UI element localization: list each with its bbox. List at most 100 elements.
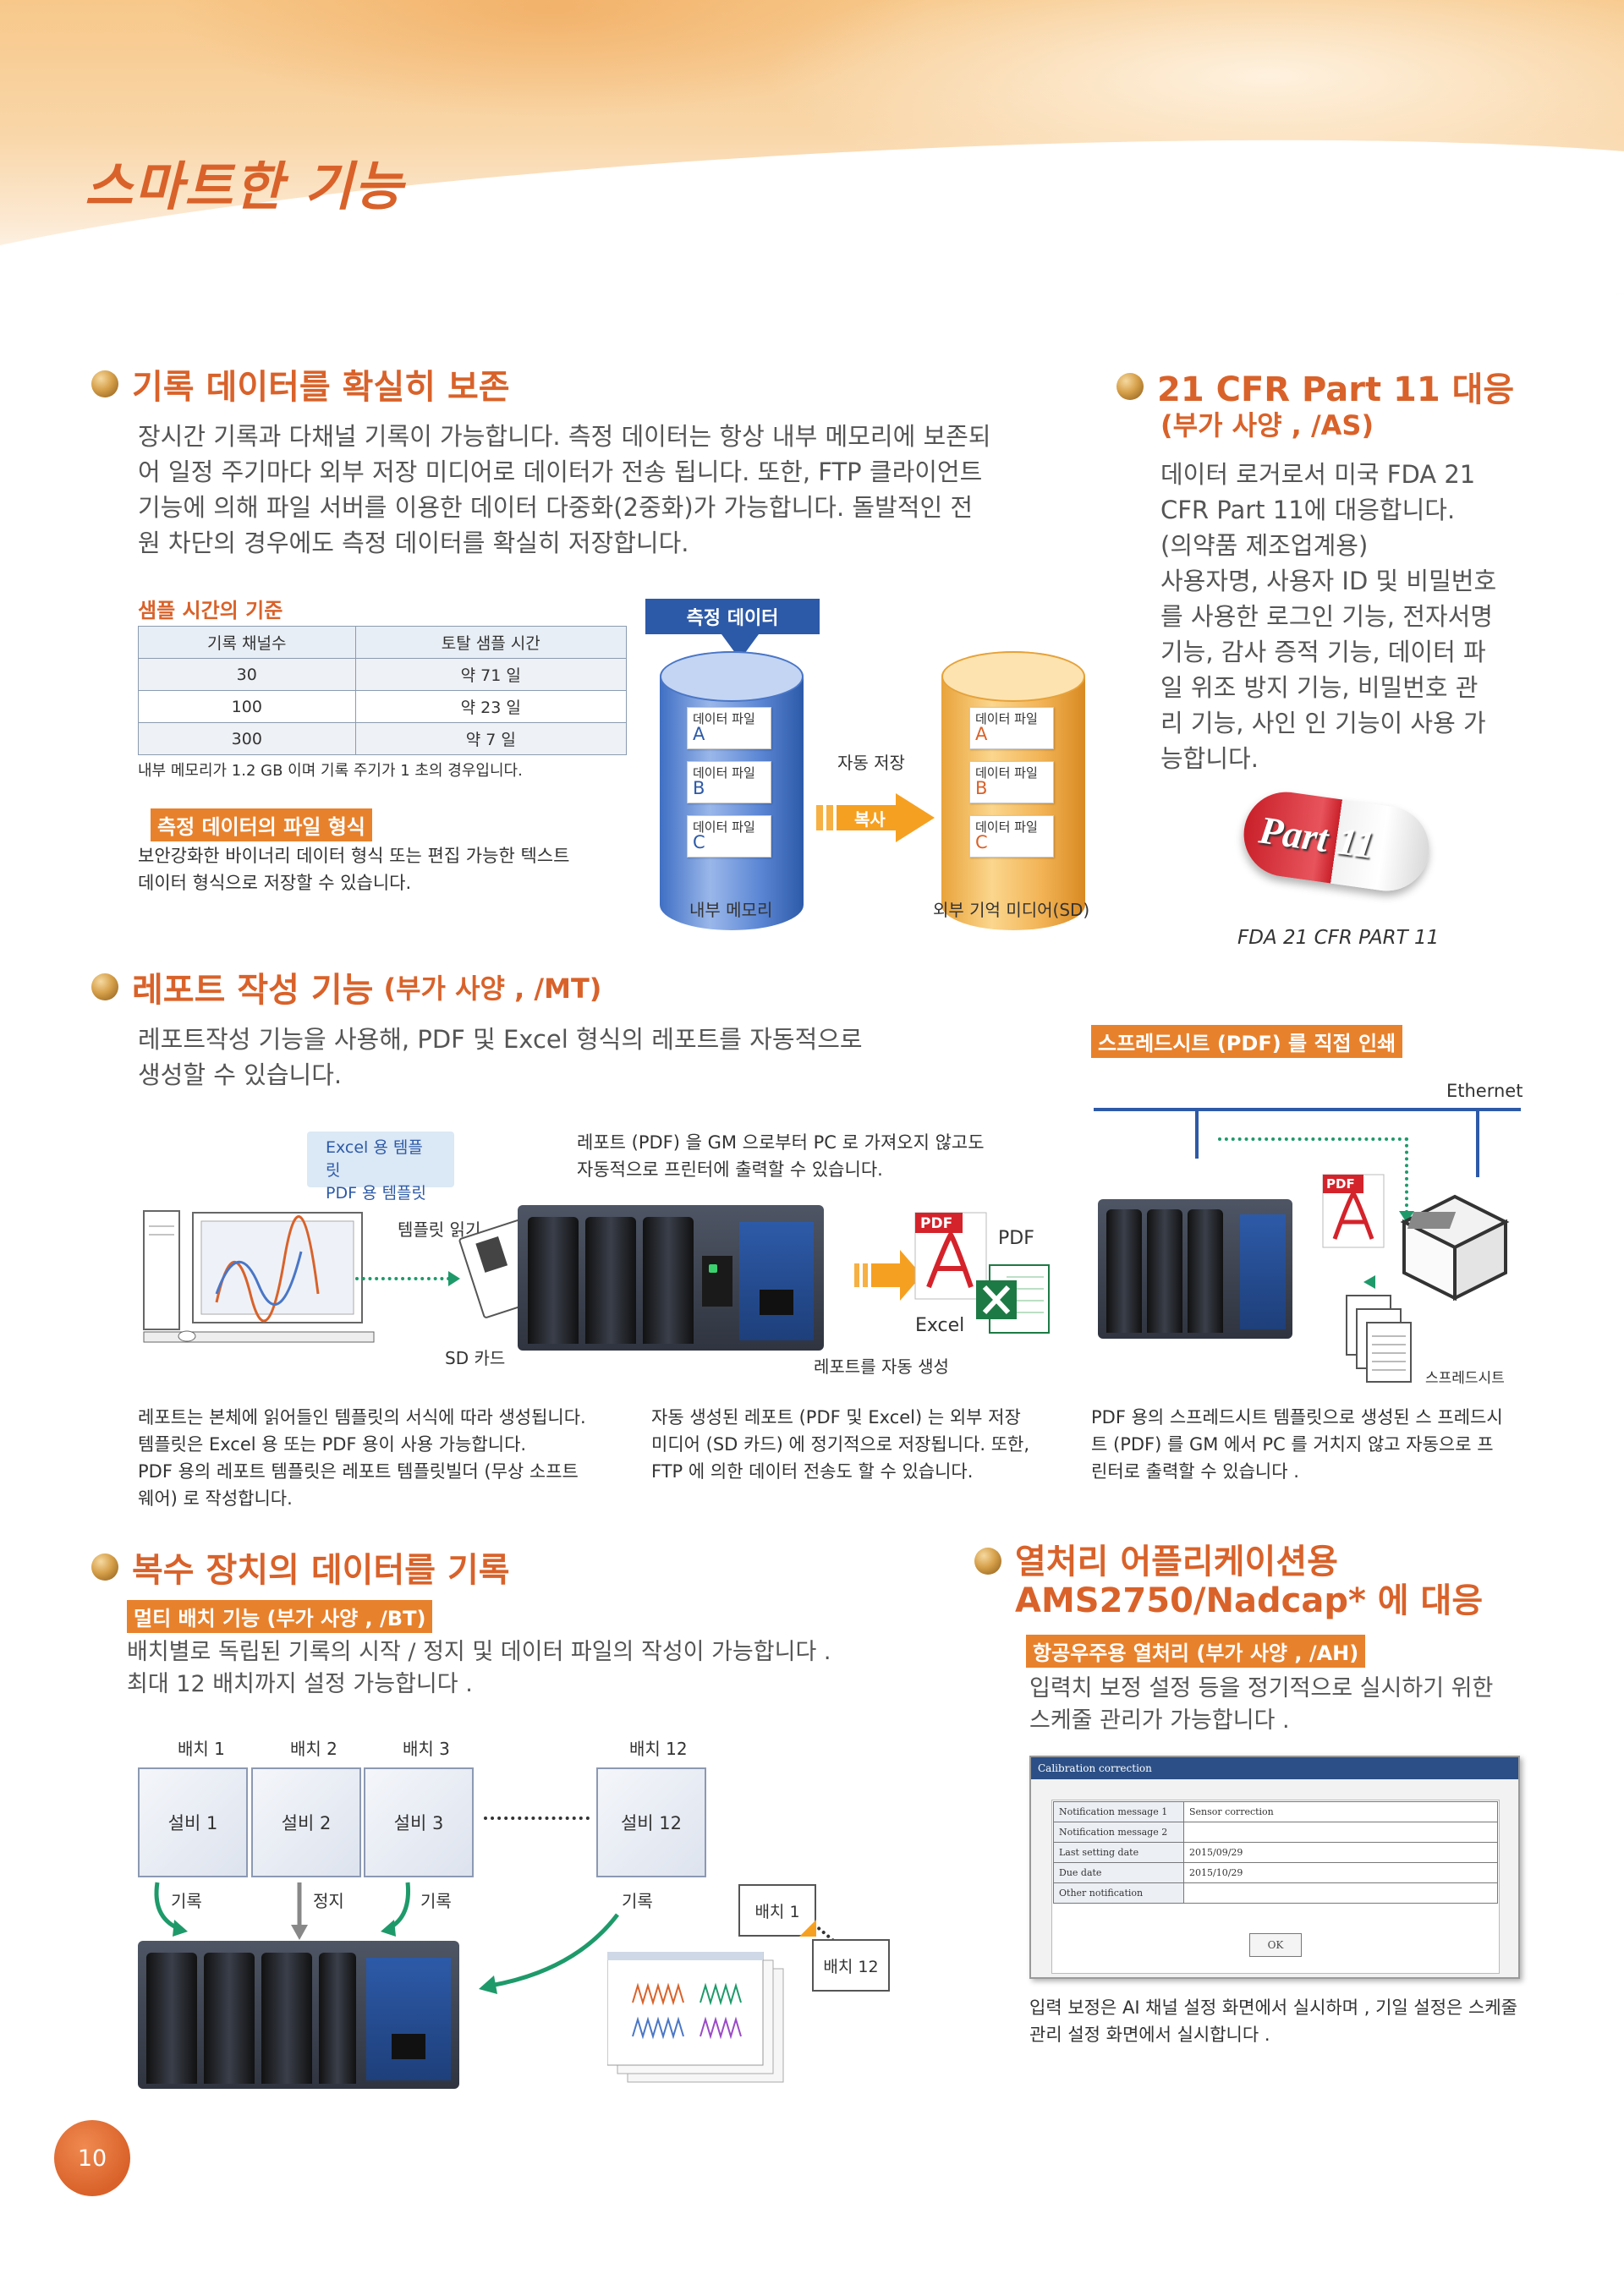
direct-print-tag: 스프레드시트 (PDF) 를 직접 인쇄 xyxy=(1091,1025,1403,1058)
table-header: 토탈 샘플 시간 xyxy=(354,626,628,659)
arrow-head-icon xyxy=(448,1271,460,1286)
copy-arrow-icon xyxy=(816,793,935,842)
file-corner-icon xyxy=(799,1920,816,1937)
batch-1-label: 배치 1 xyxy=(178,1739,225,1759)
section-heading-data-retention: 기록 데이터를 확실히 보존 xyxy=(91,359,510,408)
action-record-3: 기록 xyxy=(420,1891,452,1911)
direct-print-note: 레포트 (PDF) 을 GM 으로부터 PC 로 가져오지 않고도 자동적으로 … xyxy=(577,1132,985,1180)
svg-text:PDF: PDF xyxy=(920,1215,952,1232)
printer-icon xyxy=(1387,1180,1514,1307)
batch-2-label: 배치 2 xyxy=(290,1739,337,1759)
notification-1-field[interactable]: Sensor correction xyxy=(1183,1801,1498,1822)
cylinder-top xyxy=(941,651,1085,702)
action-record-12: 기록 xyxy=(622,1891,653,1911)
gm-device-multi xyxy=(138,1941,459,2089)
header-banner xyxy=(0,0,1624,296)
ethernet-line xyxy=(1094,1108,1521,1111)
template-box: Excel 용 템플릿 PDF 용 템플릿 xyxy=(307,1132,454,1203)
table-row: Other notification xyxy=(1053,1882,1498,1904)
pdf-icon-small: PDF xyxy=(1320,1171,1387,1252)
section-heading-report: 레포트 작성 기능 (부가 사양 , /MT) xyxy=(91,962,601,1011)
pc-illustration xyxy=(140,1209,377,1345)
section-heading-ams: 열처리 어플리케이션용 AMS2750/Nadcap* 에 대응 xyxy=(974,1543,1483,1620)
table-header: 기록 채널수 xyxy=(138,626,356,659)
batch-3-label: 배치 3 xyxy=(403,1739,450,1759)
external-memory-label: 외부 기억 미디어(SD) xyxy=(933,900,1090,920)
arrow-head-icon xyxy=(1363,1275,1375,1289)
ethernet-label: Ethernet xyxy=(1446,1081,1523,1101)
cfr-body: 데이터 로거로서 미국 FDA 21 CFR Part 11에 대응합니다. (… xyxy=(1160,460,1497,773)
other-notification-field[interactable] xyxy=(1183,1882,1498,1904)
sample-time-table: 기록 채널수 토탈 샘플 시간 30 약 71 일 100 약 23 일 300… xyxy=(138,626,628,755)
multi-batch-tag: 멀티 배치 기능 (부가 사양 , /BT) xyxy=(127,1600,433,1633)
bullet-icon xyxy=(974,1548,1001,1575)
print-dotted-path xyxy=(1218,1137,1408,1214)
report-body: 레포트작성 기능을 사용해, PDF 및 Excel 형식의 레포트를 자동적으… xyxy=(138,1025,863,1089)
auto-generate-label: 레포트를 자동 생성 xyxy=(814,1356,949,1377)
auto-save-label: 자동 저장 xyxy=(837,753,905,773)
bullet-icon xyxy=(91,1553,118,1581)
cylinder-top xyxy=(660,651,804,702)
equipment-2-box: 설비 2 xyxy=(251,1767,361,1877)
file-format-text: 보안강화한 바이너리 데이터 형식 또는 편집 가능한 텍스트 데이터 형식으로… xyxy=(138,846,570,893)
notification-2-field[interactable] xyxy=(1183,1822,1498,1843)
ethernet-drop-printer xyxy=(1476,1110,1479,1177)
sample-time-label: 샘플 시간의 기준 xyxy=(138,599,283,622)
table-row: 100 약 23 일 xyxy=(138,690,628,723)
print-note: PDF 용의 스프레드시트 템플릿으로 생성된 스 프레드시 트 (PDF) 를… xyxy=(1091,1407,1503,1482)
data-files-screenshot xyxy=(606,1951,787,2085)
ams-body: 입력치 보정 설정 등을 정기적으로 실시하기 위한 스케줄 관리가 가능합니다… xyxy=(1029,1675,1494,1734)
ethernet-drop-device xyxy=(1195,1110,1199,1159)
svg-text:PDF: PDF xyxy=(1326,1176,1355,1192)
batch-12-file: 배치 12 xyxy=(812,1939,890,1992)
dotted-arrow xyxy=(355,1277,457,1280)
report-note-2: 자동 생성된 레포트 (PDF 및 Excel) 는 외부 저장 미디어 (SD… xyxy=(651,1407,1030,1482)
report-arrow-icon xyxy=(854,1250,922,1301)
ams-tag: 항공우주용 열처리 (부가 사양 , /AH) xyxy=(1026,1635,1366,1668)
dialog-title: Calibration correction xyxy=(1031,1757,1518,1779)
internal-memory-label: 내부 메모리 xyxy=(689,900,773,920)
section1-body: 장시간 기록과 다채널 기록이 가능합니다. 측정 데이터는 항상 내부 메모리… xyxy=(138,422,991,557)
part11-pill: Part 11 xyxy=(1238,786,1435,896)
cfr-subheading: (부가 사양 , /AS) xyxy=(1160,409,1374,441)
batch-12-arrow xyxy=(474,1911,626,1996)
equipment-12-box: 설비 12 xyxy=(596,1767,706,1877)
action-stop-2: 정지 xyxy=(313,1891,344,1911)
batch-12-label: 배치 12 xyxy=(629,1739,688,1759)
last-setting-date-field[interactable]: 2015/09/29 xyxy=(1183,1842,1498,1863)
bullet-icon xyxy=(91,370,118,397)
sd-card-label: SD 카드 xyxy=(445,1348,506,1368)
section-heading-cfr: 21 CFR Part 11 대응 xyxy=(1116,362,1514,411)
pdf-label: PDF xyxy=(998,1228,1034,1249)
bullet-icon xyxy=(91,973,118,1000)
file-format-tag: 측정 데이터의 파일 형식 xyxy=(151,808,372,841)
batch-arrows xyxy=(144,1877,499,1979)
table-row: Notification message 2 xyxy=(1053,1822,1498,1843)
gm-device-illustration xyxy=(518,1205,824,1351)
pdf-icon: PDF xyxy=(912,1209,990,1302)
ellipsis-dots xyxy=(484,1817,590,1820)
equipment-3-box: 설비 3 xyxy=(364,1767,474,1877)
batch-1-file: 배치 1 xyxy=(738,1884,816,1937)
measure-data-label: 측정 데이터 xyxy=(645,599,820,634)
heading-text: 기록 데이터를 확실히 보존 xyxy=(132,368,510,407)
action-record-1: 기록 xyxy=(171,1891,202,1911)
ok-button[interactable]: OK xyxy=(1249,1933,1302,1957)
spreadsheet-label: 스프레드시트 xyxy=(1425,1370,1505,1387)
excel-icon xyxy=(973,1260,1053,1336)
due-date-field[interactable]: 2015/10/29 xyxy=(1183,1862,1498,1883)
table-note: 내부 메모리가 1.2 GB 이며 기록 주기가 1 초의 경우입니다. xyxy=(138,762,523,780)
gm-device-print xyxy=(1098,1199,1292,1339)
spreadsheet-icon xyxy=(1345,1294,1413,1387)
page-title: 스마트한 기능 xyxy=(85,156,404,217)
table-row: 30 약 71 일 xyxy=(138,658,628,691)
